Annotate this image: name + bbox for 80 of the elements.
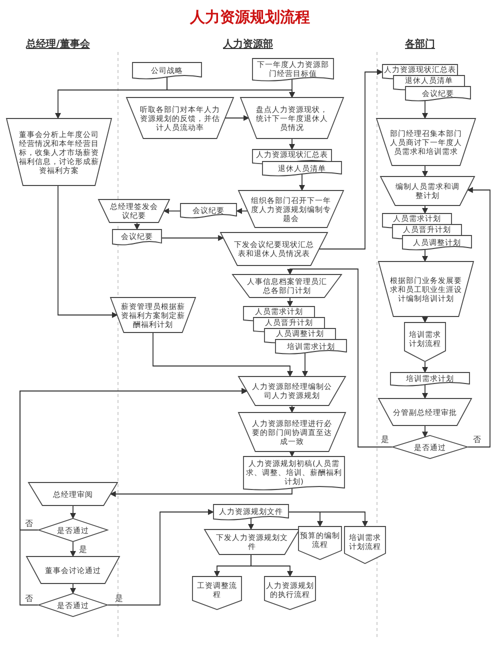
arrow (289, 78, 295, 98)
arrow (134, 222, 140, 230)
edge-label: 否 (24, 595, 34, 603)
arrow (58, 186, 118, 318)
arrow (110, 488, 292, 497)
document-shape (243, 456, 345, 491)
edge-label: 是 (114, 595, 124, 603)
edge-label: 是 (380, 436, 390, 444)
process-shape (28, 482, 118, 506)
lane-header: 各部门 (405, 37, 435, 51)
arrow (288, 512, 368, 527)
process-shape (238, 190, 344, 228)
arrow (20, 388, 248, 606)
edge-label: 是 (78, 546, 88, 554)
document-shape (390, 372, 470, 387)
document-shape (252, 58, 334, 82)
arrow (318, 69, 383, 250)
decision-diamond (38, 518, 108, 542)
process-shape (378, 261, 474, 317)
arrow (248, 518, 254, 530)
process-shape (26, 556, 120, 584)
arrow (422, 248, 428, 262)
process-shape (376, 118, 476, 166)
arrow (163, 208, 180, 214)
lane-header: 总经理/董事会 (26, 38, 90, 51)
offpage-connector (404, 322, 446, 362)
document-shape (275, 339, 347, 355)
arrow (422, 426, 428, 438)
process-shape (204, 529, 300, 555)
process-shape (232, 274, 342, 298)
arrow (236, 208, 248, 214)
arrow (289, 138, 295, 150)
process-shape (126, 97, 234, 139)
arrow (466, 187, 490, 448)
arrow (70, 542, 76, 557)
document-shape (112, 229, 162, 246)
offpage-connector (298, 526, 342, 560)
arrow (152, 332, 293, 377)
document-shape (213, 504, 289, 521)
arrow (162, 235, 224, 241)
decision-diamond (38, 593, 108, 617)
arrow (287, 298, 293, 307)
arrow (302, 352, 308, 377)
document-shape (262, 161, 342, 177)
process-shape (240, 97, 344, 139)
lane-header: 人力资源部 (223, 38, 273, 51)
document-shape (405, 86, 471, 102)
decision-diamond (392, 435, 468, 459)
arrow (70, 584, 76, 594)
arrow (108, 509, 214, 606)
process-shape (378, 398, 472, 426)
arrow (422, 384, 428, 399)
edge-label: 否 (24, 520, 34, 528)
edge-label: 否 (472, 436, 482, 444)
arrow (250, 554, 293, 577)
arrow (70, 506, 76, 519)
process-shape (238, 376, 346, 406)
arrow (422, 206, 428, 214)
offpage-connector (344, 526, 386, 564)
arrow (422, 362, 428, 373)
arrow (422, 98, 428, 119)
offpage-connector (192, 576, 242, 610)
arrow (289, 451, 295, 457)
arrow (224, 115, 250, 121)
arrow (422, 316, 428, 323)
process-shape (220, 232, 328, 266)
process-shape (380, 176, 475, 206)
arrow (289, 406, 295, 413)
document-shape (402, 235, 472, 251)
arrow (422, 166, 428, 177)
arrow (287, 268, 392, 448)
document-shape (180, 203, 237, 219)
process-shape (6, 118, 112, 186)
process-shape (110, 297, 196, 333)
arrow (299, 174, 305, 191)
offpage-connector (264, 576, 316, 610)
process-shape (98, 199, 170, 223)
diagram-title: 人力资源规划流程 (188, 8, 311, 27)
document-shape (132, 62, 202, 80)
process-shape (238, 412, 346, 452)
